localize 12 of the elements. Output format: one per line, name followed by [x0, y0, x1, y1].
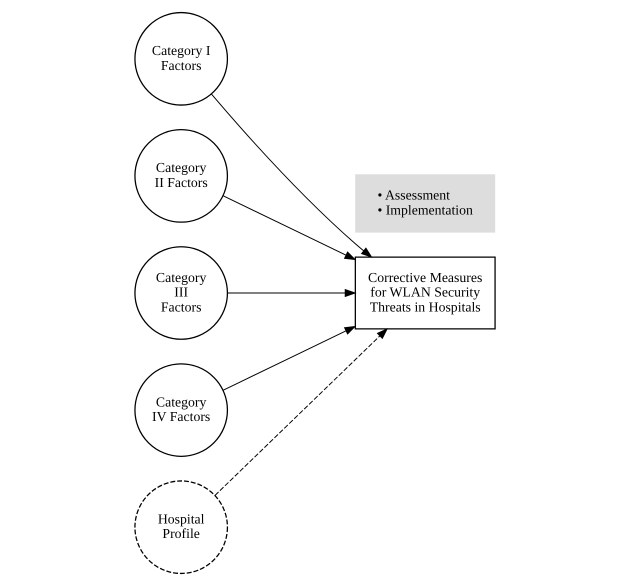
node-circle: Hospital Profile: [134, 480, 228, 574]
node-circle: Category II Factors: [134, 129, 228, 223]
node-box: Corrective Measures for WLAN Security Threats in Hospitals: [354, 256, 496, 330]
arrow: [211, 94, 373, 258]
node-circle: Category IV Factors: [134, 363, 228, 457]
arrow: [222, 195, 356, 260]
node-box: • Assessment • Implementation: [355, 174, 496, 233]
arrow: [227, 288, 357, 298]
arrow: [214, 328, 388, 496]
node-circle: Category I Factors: [134, 12, 228, 106]
arrow: [222, 326, 356, 391]
node-circle: Category III Factors: [134, 246, 228, 340]
